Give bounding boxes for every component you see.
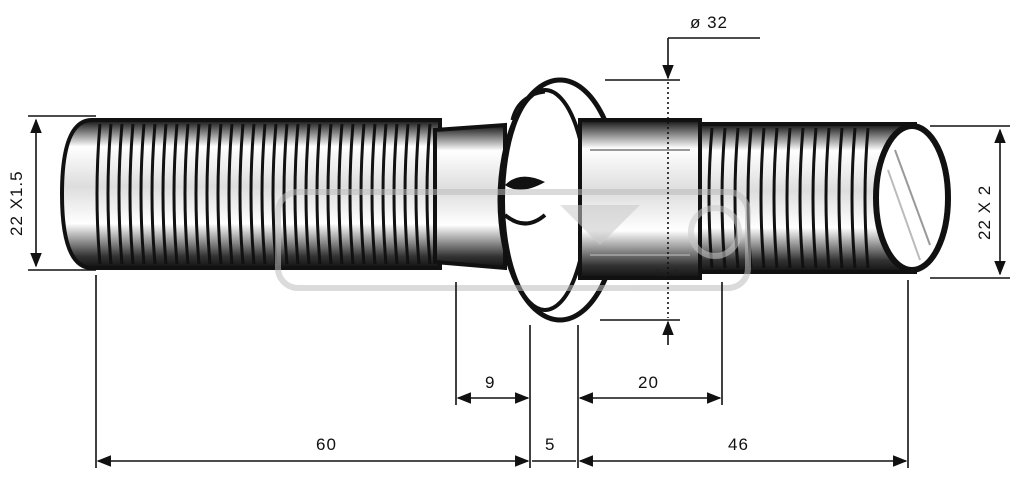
thread-ridge bbox=[172, 123, 179, 265]
dim-5-label: 5 bbox=[545, 435, 555, 454]
thread-ridge bbox=[139, 123, 146, 265]
thread-ridge bbox=[183, 123, 190, 265]
thread-ridge bbox=[798, 127, 805, 269]
thread-ridge bbox=[216, 123, 223, 265]
left-thread-dimension bbox=[28, 115, 96, 271]
dim-46-label: 46 bbox=[728, 435, 749, 454]
smooth-shank bbox=[578, 118, 702, 280]
thread-ridge bbox=[205, 123, 212, 265]
dim-9-label: 9 bbox=[485, 373, 495, 392]
neck-section bbox=[433, 122, 507, 271]
right-threaded-shank bbox=[698, 122, 951, 274]
right-thread-label: 22 X 2 bbox=[975, 185, 994, 240]
dimension-20: 20 bbox=[578, 373, 722, 404]
left-thread-label: 22 X1.5 bbox=[7, 170, 26, 236]
thread-ridge bbox=[863, 127, 870, 269]
watermark: S.p.A. bbox=[275, 189, 751, 291]
thread-ridge bbox=[150, 123, 157, 265]
dim-20-label: 20 bbox=[638, 373, 659, 392]
thread-ridge bbox=[95, 123, 102, 265]
dimension-5: 5 bbox=[532, 435, 576, 462]
thread-ridge bbox=[759, 127, 766, 269]
thread-ridge bbox=[824, 127, 831, 269]
thread-ridge bbox=[161, 123, 168, 265]
thread-ridge bbox=[707, 127, 714, 269]
thread-ridge bbox=[117, 123, 124, 265]
dimension-9: 9 bbox=[456, 373, 530, 404]
thread-ridge bbox=[837, 127, 844, 269]
dimension-60: 60 bbox=[96, 435, 530, 467]
diameter-label: ø 32 bbox=[690, 13, 728, 32]
extension-lines bbox=[95, 275, 909, 468]
dimension-46: 46 bbox=[578, 435, 908, 467]
left-threaded-shank bbox=[59, 118, 442, 270]
thread-ridge bbox=[785, 127, 792, 269]
thread-ridge bbox=[194, 123, 201, 265]
dim-60-label: 60 bbox=[316, 435, 337, 454]
thread-ridge bbox=[733, 127, 740, 269]
thread-ridge bbox=[249, 123, 256, 265]
thread-ridge bbox=[227, 123, 234, 265]
thread-ridge bbox=[850, 127, 857, 269]
thread-ridge bbox=[128, 123, 135, 265]
thread-ridge bbox=[260, 123, 267, 265]
thread-ridge bbox=[811, 127, 818, 269]
bolt-illustration bbox=[59, 77, 951, 323]
thread-ridge bbox=[271, 123, 278, 265]
right-thread-dimension bbox=[930, 125, 1010, 279]
thread-ridge bbox=[106, 123, 113, 265]
thread-ridge bbox=[772, 127, 779, 269]
diameter-dimension bbox=[600, 37, 760, 345]
thread-ridge bbox=[238, 123, 245, 265]
